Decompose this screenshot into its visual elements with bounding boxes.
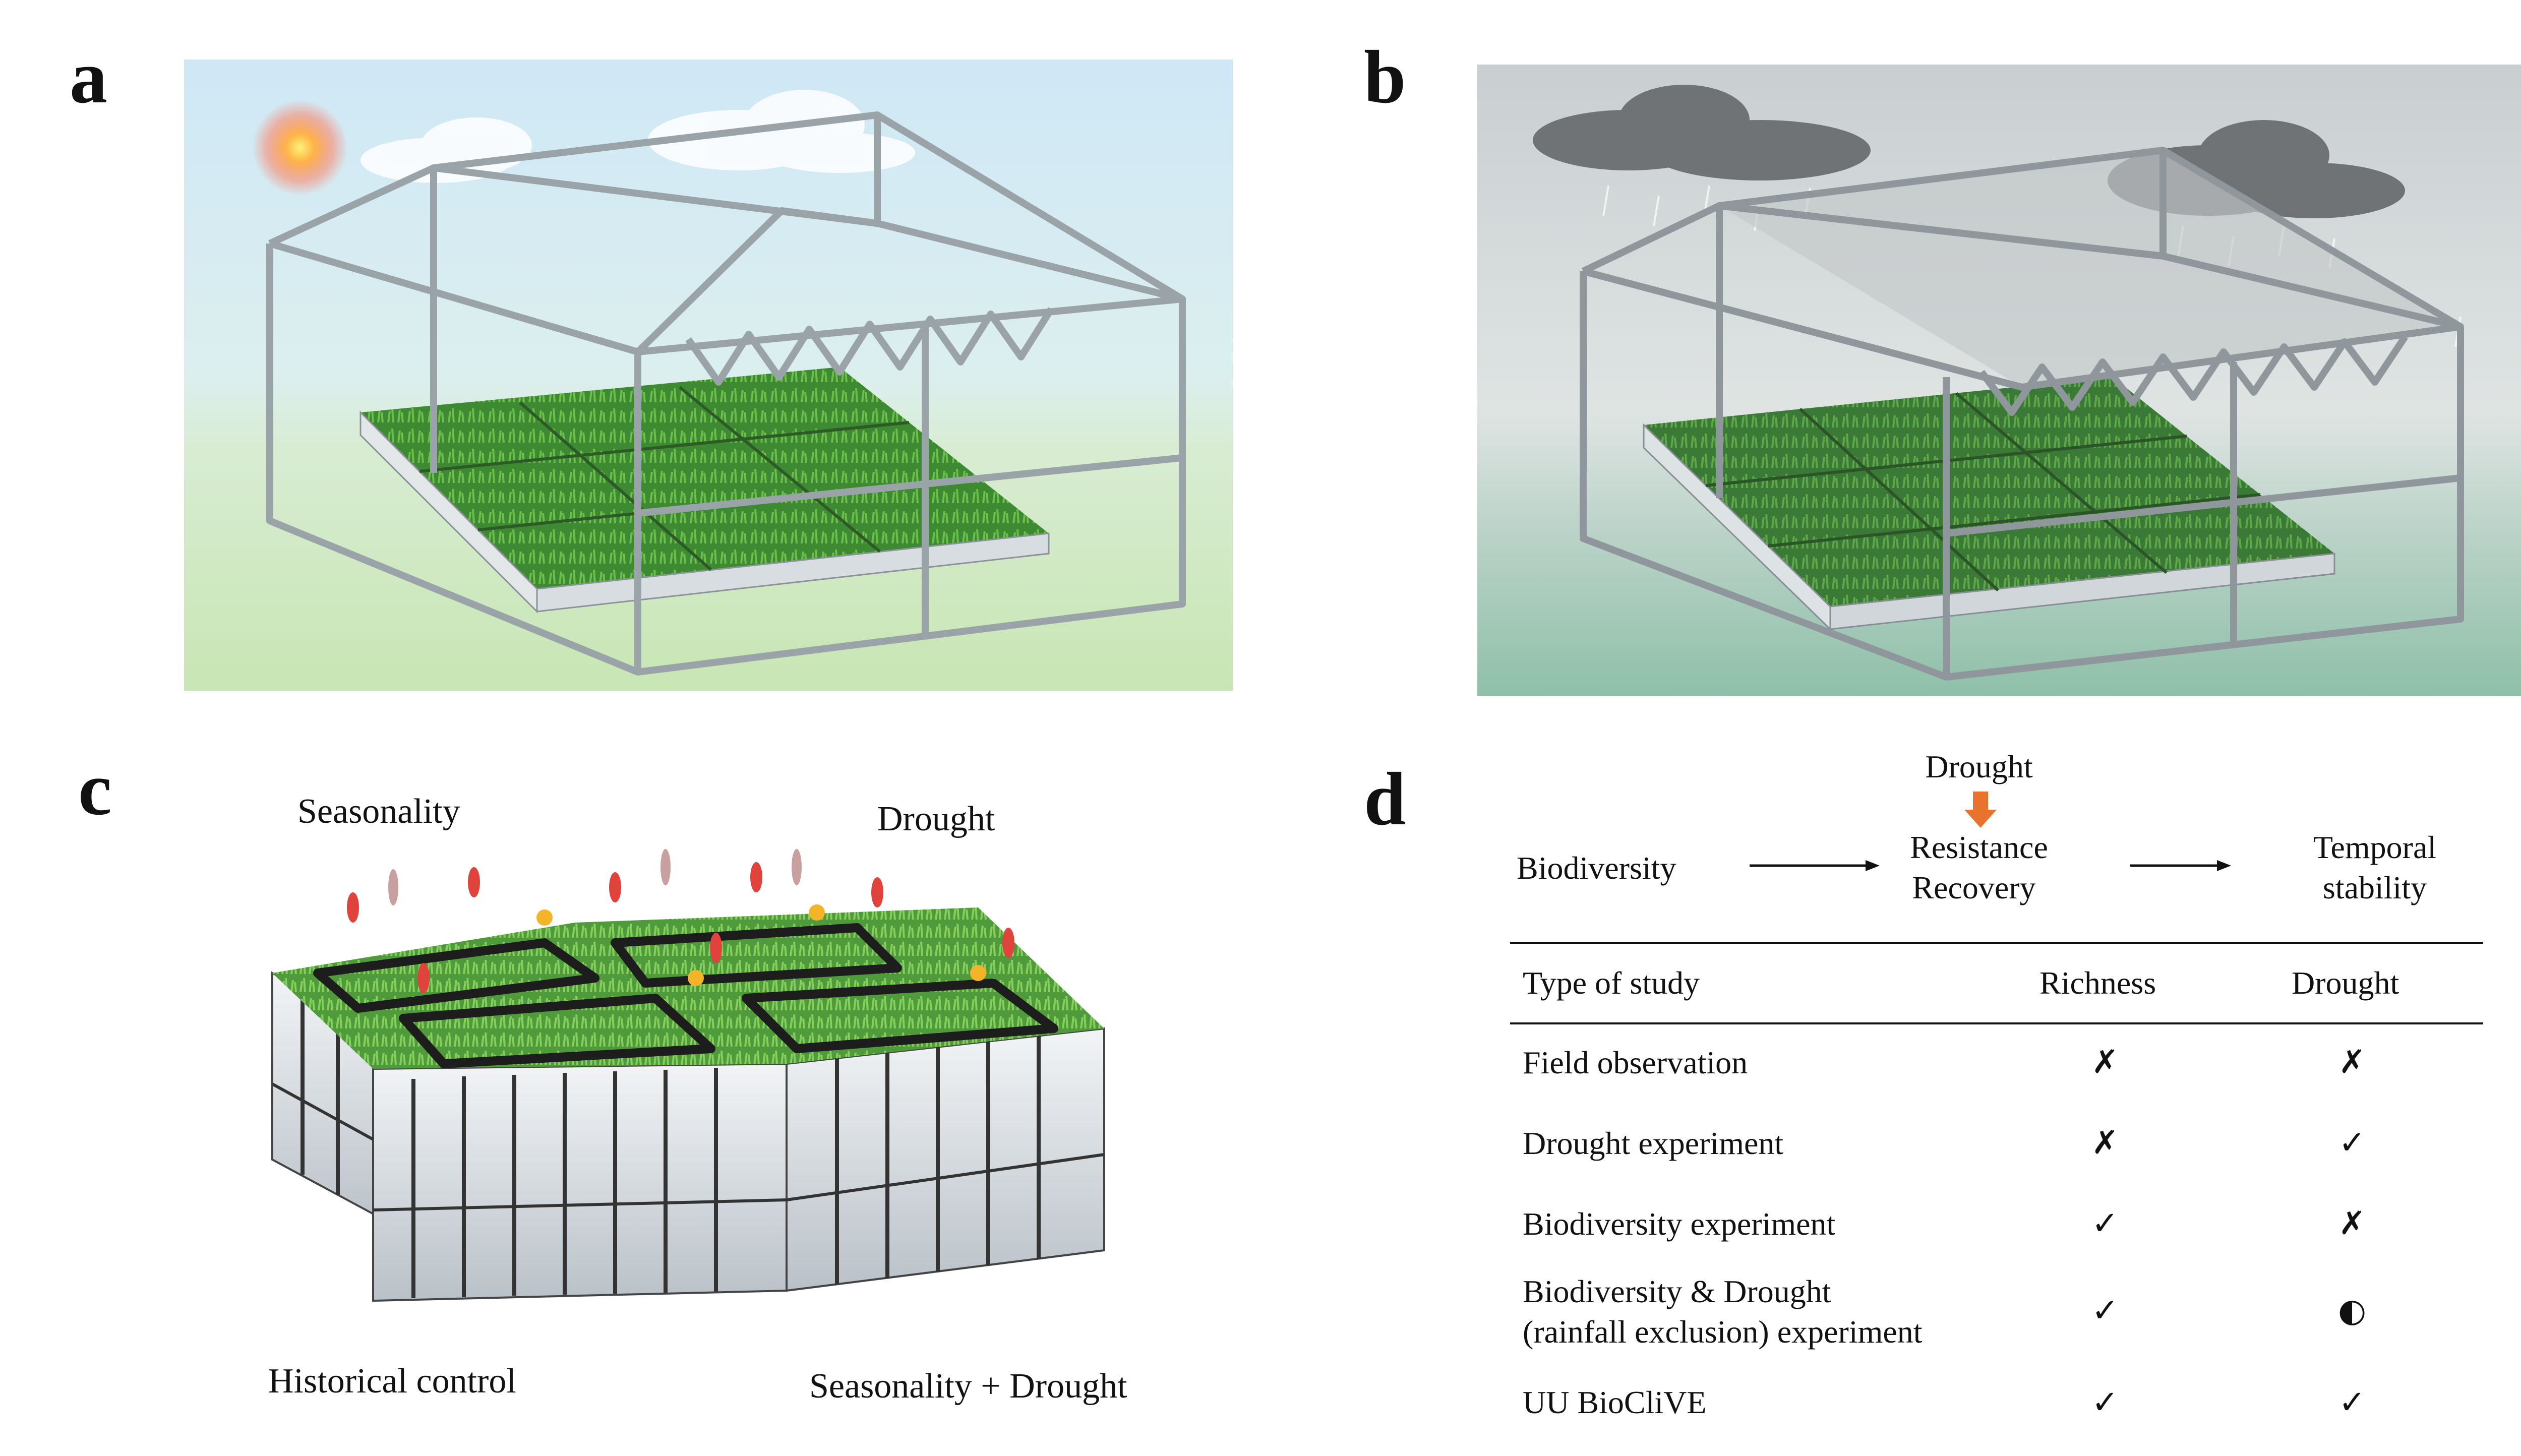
flow-drought: Drought <box>1925 749 2033 784</box>
plant-beds <box>1643 377 2335 631</box>
table-cell-richness: ✗ <box>2091 1124 2119 1162</box>
flowers <box>347 849 1014 993</box>
table-header-richness: Richness <box>2039 965 2156 1001</box>
rainy-greenhouse-illustration <box>1477 65 2521 696</box>
drought-arrow <box>1964 792 1997 828</box>
table-header-drought: Drought <box>2292 965 2399 1001</box>
flow-recovery: Recovery <box>1912 870 2036 905</box>
table-row-study: Field observation <box>1523 1045 1748 1080</box>
flow-arrow-1 <box>1750 860 1880 871</box>
table-cell-richness: ✓ <box>2091 1205 2119 1242</box>
plant-beds <box>359 367 1050 614</box>
table-cell-drought: ✓ <box>2338 1124 2366 1162</box>
table-cell-drought: ✓ <box>2338 1384 2366 1421</box>
panel-label-d: d <box>1364 757 1406 841</box>
panel-label-c: c <box>78 747 112 831</box>
flow-temporal: Temporal <box>2313 829 2437 865</box>
flow-stability: stability <box>2322 870 2427 905</box>
table-cell-richness: ✗ <box>2091 1044 2119 1081</box>
table-cell-drought: ✗ <box>2338 1205 2366 1242</box>
table-top-rule <box>1510 942 2483 944</box>
table-cell-richness: ✓ <box>2091 1384 2119 1421</box>
table-row-study-line2: (rainfall exclusion) experiment <box>1523 1314 1923 1350</box>
table-header-rule <box>1510 1022 2483 1024</box>
flow-resistance: Resistance <box>1910 829 2048 865</box>
treatment-label-historical-control: Historical control <box>268 1362 516 1401</box>
table-row-study: Biodiversity experiment <box>1523 1206 1836 1242</box>
table-cell-drought: ◐ <box>2338 1292 2366 1329</box>
table-row-study: Biodiversity & Drought <box>1523 1273 1831 1309</box>
treatment-label-seasonality: Seasonality <box>297 792 460 831</box>
table-cell-richness: ✓ <box>2091 1292 2119 1329</box>
table-cell-drought: ✗ <box>2338 1044 2366 1081</box>
sunny-greenhouse-illustration <box>184 59 1233 691</box>
table-header-study: Type of study <box>1523 965 1700 1001</box>
table-row-study: Drought experiment <box>1523 1125 1784 1161</box>
panel-label-b: b <box>1364 35 1406 119</box>
mesocosm-beds-illustration <box>262 847 1119 1341</box>
treatment-label-seasonality-drought: Seasonality + Drought <box>809 1367 1127 1406</box>
flow-biodiversity: Biodiversity <box>1517 850 1676 886</box>
panel-label-a: a <box>70 35 107 119</box>
table-row-study: UU BioCliVE <box>1523 1384 1707 1420</box>
treatment-label-drought: Drought <box>877 800 995 838</box>
flow-arrow-2 <box>2130 860 2231 871</box>
